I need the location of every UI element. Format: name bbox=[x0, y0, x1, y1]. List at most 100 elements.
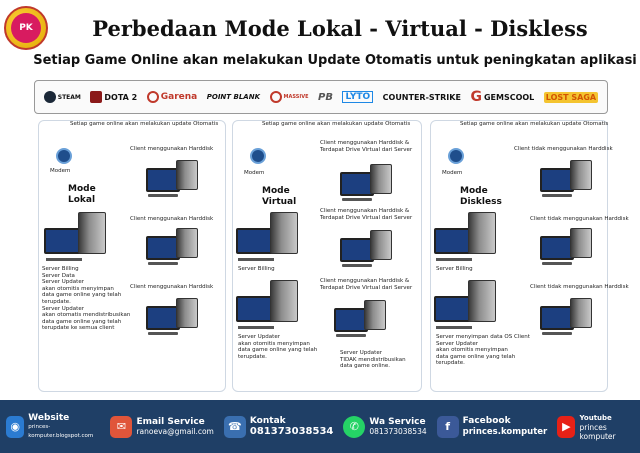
game-logo-counterstrike: COUNTER-STRIKE bbox=[382, 92, 461, 102]
panel2-server-billing-label: Server Billing bbox=[238, 266, 275, 272]
keyboard-icon bbox=[542, 194, 572, 197]
pc-tower-icon bbox=[364, 300, 386, 330]
panel3-update-note: Setiap game online akan melakukan update… bbox=[460, 121, 609, 127]
globe-icon: ◉ bbox=[6, 415, 25, 438]
panel2-client3 bbox=[334, 298, 386, 337]
keyboard-icon bbox=[542, 262, 572, 265]
panel3-mode-line2: Diskless bbox=[460, 197, 502, 207]
monitor-icon bbox=[146, 236, 180, 260]
brand-badge: PK bbox=[4, 6, 48, 50]
monitor-icon bbox=[340, 172, 374, 196]
pc-tower-icon bbox=[370, 164, 392, 194]
panel2-client2-label: Client menggunakan Harddisk & Terdapat D… bbox=[320, 208, 413, 221]
panel1-update-note: Setiap game online akan melakukan update… bbox=[70, 121, 219, 127]
panel3-mode-line1: Mode bbox=[460, 186, 488, 196]
panel1-server bbox=[44, 212, 108, 262]
panel2-mode-line1: Mode bbox=[262, 186, 290, 196]
pc-tower-icon bbox=[370, 230, 392, 260]
panel1-mode-line2: Lokal bbox=[68, 195, 96, 205]
panel2-server-desc: Server Updater akan otomitis menyimpan d… bbox=[238, 334, 318, 360]
monitor-icon bbox=[434, 296, 472, 322]
whatsapp-icon: ✆ bbox=[343, 415, 366, 438]
panel2-modem-label: Modem bbox=[244, 170, 265, 176]
monitor-icon bbox=[44, 228, 82, 254]
panel2-client3-label: Client menggunakan Harddisk & Terdapat D… bbox=[320, 278, 413, 291]
game-logo-garena: Garena bbox=[146, 91, 197, 103]
game-logo-steam: STEAM bbox=[43, 91, 81, 103]
monitor-icon bbox=[540, 306, 574, 330]
keyboard-icon bbox=[342, 264, 372, 267]
game-logo-lyto: LYTO bbox=[342, 91, 374, 103]
brand-badge-text: PK bbox=[11, 13, 41, 43]
monitor-icon bbox=[236, 228, 274, 254]
panel1-client2-label: Client menggunakan Harddisk bbox=[130, 216, 214, 222]
panel1-client3 bbox=[146, 296, 198, 335]
panel2-server-updater bbox=[236, 280, 300, 330]
game-logo-massive: MASSIVE bbox=[269, 91, 309, 103]
game-logos-bar: STEAM DOTA 2 Garena POINT BLANK MASSIVE … bbox=[34, 80, 608, 114]
panel2-client1 bbox=[340, 162, 392, 201]
panel1-client1 bbox=[146, 158, 198, 197]
panel3-client3-label: Client tidak menggunakan Harddisk bbox=[530, 284, 629, 290]
panel3-server-os bbox=[434, 280, 498, 330]
panel3-client1-label: Client tidak menggunakan Harddisk bbox=[514, 146, 613, 152]
panel1-client3-label: Client menggunakan Harddisk bbox=[130, 284, 214, 290]
pc-tower-icon bbox=[176, 228, 198, 258]
facebook-icon: f bbox=[436, 415, 459, 438]
panel3-client2 bbox=[540, 226, 592, 265]
pc-tower-icon bbox=[176, 160, 198, 190]
keyboard-icon bbox=[148, 262, 178, 265]
panel3-server-desc: Server menyimpan data OS Client Server U… bbox=[436, 334, 530, 367]
keyboard-icon bbox=[46, 258, 82, 261]
panel1-modem-label: Modem bbox=[50, 168, 71, 174]
panel3-client2-label: Client tidak menggunakan Harddisk bbox=[530, 216, 629, 222]
server-tower-icon bbox=[270, 212, 298, 254]
youtube-icon: ▶ bbox=[557, 415, 576, 438]
monitor-icon bbox=[236, 296, 274, 322]
panel2-server-billing bbox=[236, 212, 300, 262]
modem-icon bbox=[56, 148, 72, 164]
panel2-modem bbox=[250, 148, 266, 168]
modem-icon bbox=[250, 148, 266, 164]
page-title: Perbedaan Mode Lokal - Virtual - Diskles… bbox=[92, 16, 588, 41]
keyboard-icon bbox=[542, 332, 572, 335]
server-tower-icon bbox=[78, 212, 106, 254]
keyboard-icon bbox=[436, 258, 472, 261]
panel2-mode-line2: Virtual bbox=[262, 197, 297, 207]
keyboard-icon bbox=[148, 194, 178, 197]
panel3-client1 bbox=[540, 158, 592, 197]
panel1-client2 bbox=[146, 226, 198, 265]
game-logo-pb: PB bbox=[318, 91, 333, 103]
panel2-server2-desc: Server Updater TIDAK mendistribusikan da… bbox=[340, 350, 406, 370]
monitor-icon bbox=[540, 168, 574, 192]
page-subtitle: Setiap Game Online akan melakukan Update… bbox=[33, 53, 637, 68]
pc-tower-icon bbox=[570, 228, 592, 258]
monitor-icon bbox=[340, 238, 374, 262]
panel2-update-note: Setiap game online akan melakukan update… bbox=[262, 121, 411, 127]
keyboard-icon bbox=[238, 326, 274, 329]
monitor-icon bbox=[146, 168, 180, 192]
game-logo-dota2: DOTA 2 bbox=[90, 91, 137, 103]
server-tower-icon bbox=[468, 212, 496, 254]
monitor-icon bbox=[334, 308, 368, 332]
steam-icon bbox=[43, 91, 56, 103]
email-icon: ✉ bbox=[110, 415, 133, 438]
keyboard-icon bbox=[336, 334, 366, 337]
dota-icon bbox=[90, 91, 103, 103]
panel2-client1-label: Client menggunakan Harddisk & Terdapat D… bbox=[320, 140, 413, 153]
game-logo-pointblank: POINT BLANK bbox=[206, 93, 261, 101]
gemscool-icon: G bbox=[470, 89, 482, 105]
pc-tower-icon bbox=[570, 298, 592, 328]
keyboard-icon bbox=[148, 332, 178, 335]
modem-icon bbox=[448, 148, 464, 164]
monitor-icon bbox=[434, 228, 472, 254]
phone-icon: ☎ bbox=[223, 415, 246, 438]
panel2-client2 bbox=[340, 228, 392, 267]
